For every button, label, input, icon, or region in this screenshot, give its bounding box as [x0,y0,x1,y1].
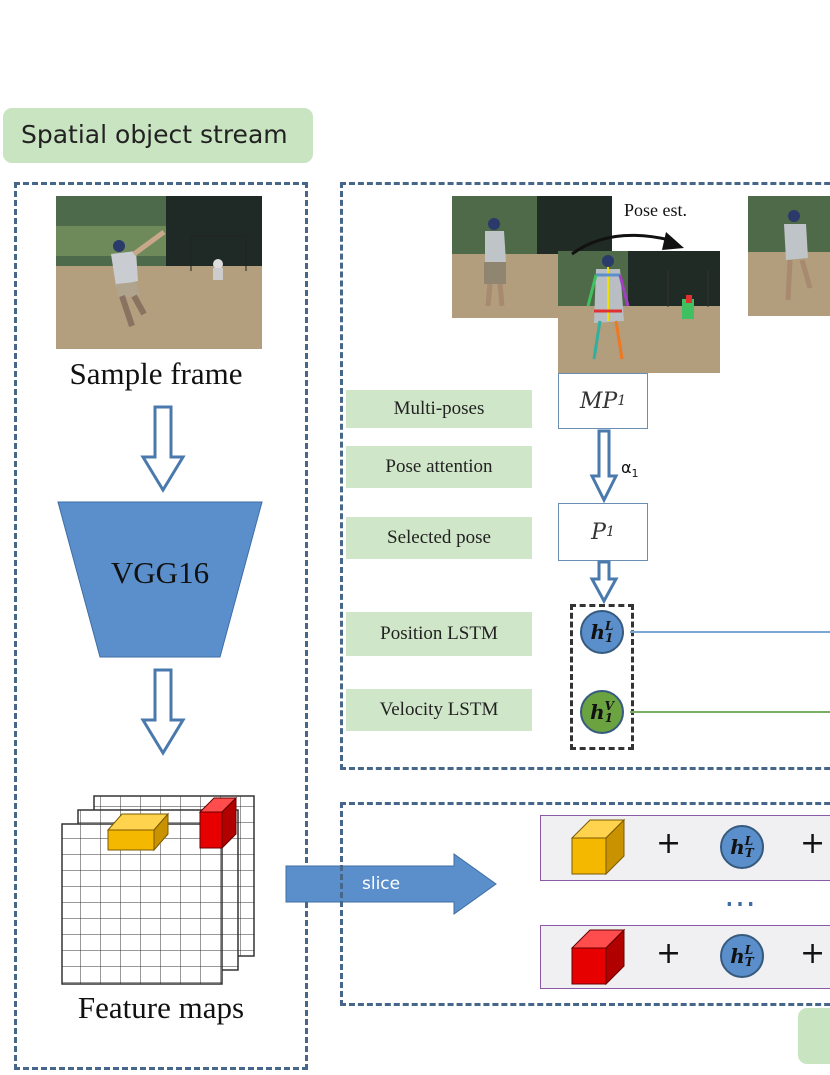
yellow-cube-icon [570,818,626,876]
hollow-arrow-down-1 [140,405,186,493]
sample-frame-caption: Sample frame [69,356,243,391]
pose-panel [340,182,830,770]
label-position-lstm: Position LSTM [346,612,532,656]
vgg16-block [57,501,263,658]
alpha-subscript: 1 [631,467,639,481]
hT-sup-2: L [744,943,754,957]
red-cube-icon [570,928,626,986]
h-velocity-base: h [590,700,605,724]
hT-base-2: h [730,944,745,968]
p-node-label: P [591,519,606,545]
plus-sign-2b: + [800,936,826,971]
sample-frame-image [56,196,262,349]
pose-est-label: Pose est. [624,200,687,220]
selected-pose-arrow [589,560,619,605]
mp-node-label: MP [579,388,618,414]
stream-title: Spatial object stream [21,120,288,149]
alpha-label: α1 [621,458,639,480]
stream-title-tag: Spatial object stream [3,108,313,163]
frame-image-pose [558,251,720,373]
label-multi-poses: Multi-poses [346,390,532,428]
hT-base-1: h [730,835,745,859]
feature-maps-caption: Feature maps [77,990,245,1025]
label-selected-pose: Selected pose [346,517,532,559]
hT-sup-1: L [744,834,754,848]
alpha-symbol: α [621,458,632,477]
p-node-subscript: 1 [605,524,615,540]
hT-sub-1: T [744,846,754,860]
lstm-group-box [570,604,634,750]
position-lstm-line [630,631,830,633]
label-velocity-lstm: Velocity LSTM [346,689,532,731]
plus-sign-1a: + [656,826,682,861]
h-position-base: h [590,620,606,644]
ellipsis: … [724,876,758,914]
slice-label: slice [362,874,401,894]
plus-sign-1b: + [800,826,826,861]
label-pose-attention: Pose attention [346,446,532,488]
hT-sub-2: T [744,955,754,969]
h-position-sub: 1 [605,631,614,645]
attention-arrow [589,429,619,504]
frame-image-3 [748,196,830,316]
next-stream-tag [798,1008,830,1064]
vgg16-label: VGG16 [110,555,210,590]
frame-image-1 [452,196,612,318]
h-velocity-sup: V [604,699,614,713]
mp-node-subscript: 1 [617,393,627,409]
hollow-arrow-down-2 [140,668,186,756]
velocity-lstm-line [630,711,830,713]
concat-panel [340,802,830,1006]
plus-sign-2a: + [656,936,682,971]
h-velocity-sub: 1 [604,711,613,725]
h-position-sup: L [605,619,614,633]
slice-arrow [285,853,497,915]
left-panel [14,182,308,1070]
feature-maps-icon [61,795,255,985]
pose-est-arrow [571,232,684,256]
